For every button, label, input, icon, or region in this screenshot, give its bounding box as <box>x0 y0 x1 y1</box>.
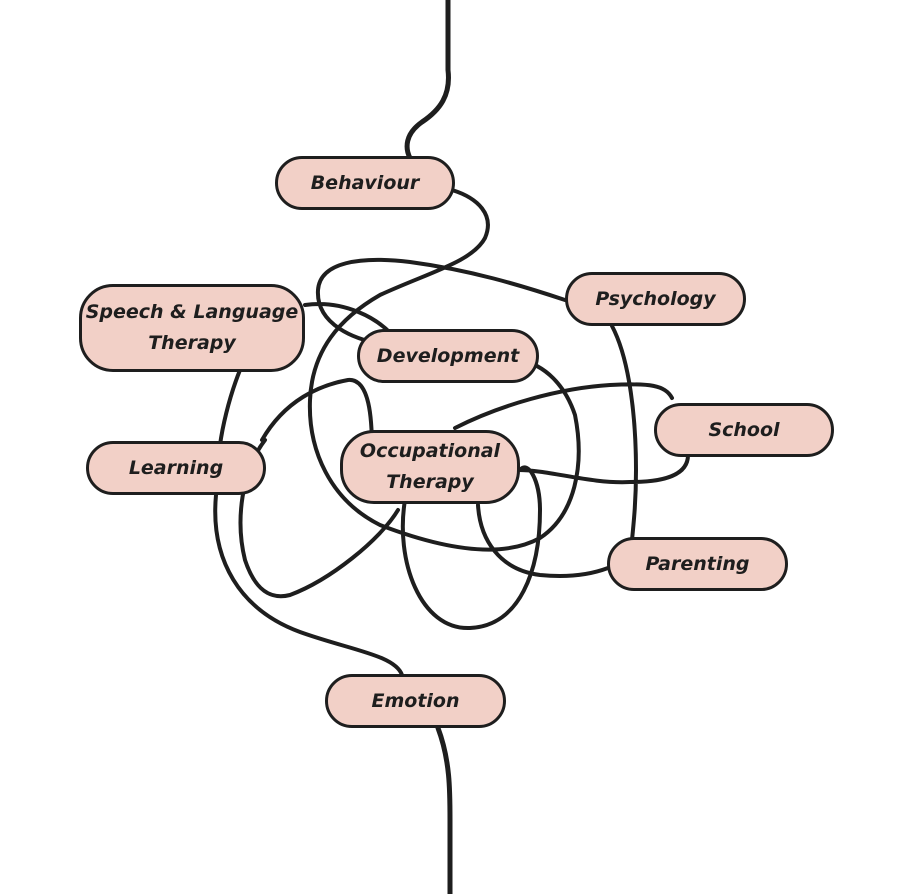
node-behaviour[interactable]: Behaviour <box>275 156 455 210</box>
node-occupational-therapy[interactable]: Occupational Therapy <box>340 430 520 504</box>
node-development[interactable]: Development <box>357 329 539 383</box>
exit-line <box>435 725 453 894</box>
entry-line <box>404 0 451 161</box>
node-parenting[interactable]: Parenting <box>607 537 788 591</box>
node-learning[interactable]: Learning <box>86 441 266 495</box>
node-psychology[interactable]: Psychology <box>565 272 746 326</box>
tangled-line <box>213 188 690 677</box>
node-speech-language-therapy[interactable]: Speech & Language Therapy <box>79 284 305 372</box>
node-emotion[interactable]: Emotion <box>325 674 506 728</box>
node-school[interactable]: School <box>654 403 834 457</box>
